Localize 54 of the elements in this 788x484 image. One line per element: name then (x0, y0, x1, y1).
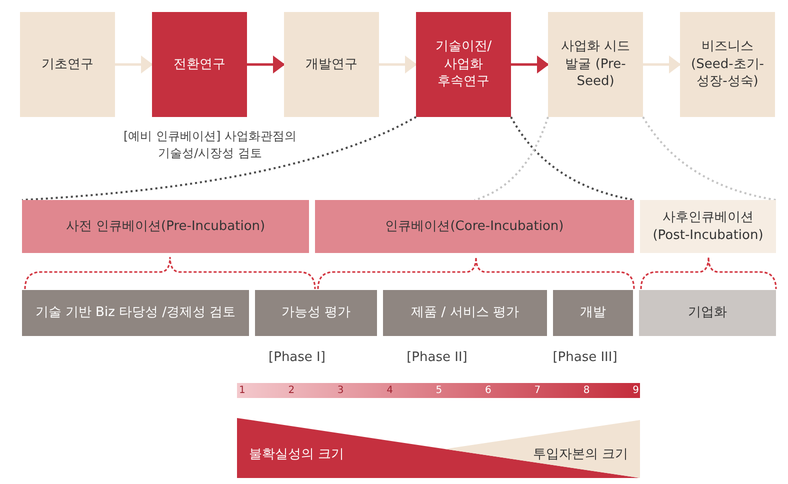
dotted-connector (642, 116, 776, 201)
phase-label: [Phase III] (552, 350, 618, 365)
node-text: 사전 인큐베이션(Pre-Incubation) (64, 218, 266, 236)
activity-box (22, 290, 249, 336)
stage-box (548, 12, 643, 117)
chevron-arrow (511, 56, 549, 74)
stage-box (416, 12, 511, 117)
activity-box (553, 290, 633, 336)
node-text: 불확실성의 크기 (248, 446, 346, 464)
chevron-arrow (115, 56, 153, 74)
scale-number: 7 (534, 384, 541, 398)
phase-label: [Phase I] (268, 350, 326, 365)
node-text: 사업화 시드 발굴 (Pre-Seed) (560, 38, 632, 91)
dotted-connector (510, 116, 634, 201)
node-text: 개발연구 (304, 56, 358, 74)
stage-box (20, 12, 115, 117)
chevron-arrow (643, 56, 681, 74)
scale-number: 6 (485, 384, 492, 398)
stage-box (680, 12, 775, 117)
node-text: 기업화 (687, 304, 728, 322)
scale-number: 5 (436, 384, 442, 398)
node-text: 제품 / 서비스 평가 (410, 304, 520, 322)
note-text: [예비 인큐베이션] 사업화관점의 기술성/시장성 검토 (122, 128, 298, 162)
activity-box (639, 290, 776, 336)
node-text: 투입자본의 크기 (532, 446, 629, 464)
stage-box (152, 12, 247, 117)
scale-number: 2 (288, 384, 295, 398)
phase-label: [Phase II] (406, 350, 468, 365)
node-text: 가능성 평가 (280, 304, 352, 322)
node-text: 전환연구 (172, 56, 226, 74)
scale-number: 9 (632, 384, 639, 398)
node-text: 인큐베이션(Core-Incubation) (384, 218, 565, 236)
phase-band (22, 200, 309, 253)
phase-band (315, 200, 634, 253)
node-text: 비즈니스 (Seed-초기-성장-성숙) (690, 38, 765, 91)
scale-number: 3 (337, 384, 344, 398)
activity-box (255, 290, 377, 336)
uncertainty-triangle (237, 418, 640, 478)
scale-number: 1 (239, 384, 246, 398)
node-text: 개발 (579, 304, 607, 322)
dotted-connector (474, 116, 549, 201)
phase-band (640, 200, 776, 253)
scale-number: 4 (386, 384, 393, 398)
dotted-connector (22, 116, 416, 201)
stage-box (284, 12, 379, 117)
node-text: 기술이전/ 사업화 후속연구 (434, 38, 493, 91)
chevron-arrow (379, 56, 417, 74)
node-text: 기술 기반 Biz 타당성 /경제성 검토 (34, 304, 237, 322)
chevron-arrow (247, 56, 285, 74)
scale-number: 8 (583, 384, 590, 398)
node-text: 기초연구 (40, 56, 94, 74)
node-text: 사후인큐베이션 (Post-Incubation) (652, 208, 764, 244)
capital-triangle (445, 418, 640, 478)
activity-box (383, 290, 547, 336)
